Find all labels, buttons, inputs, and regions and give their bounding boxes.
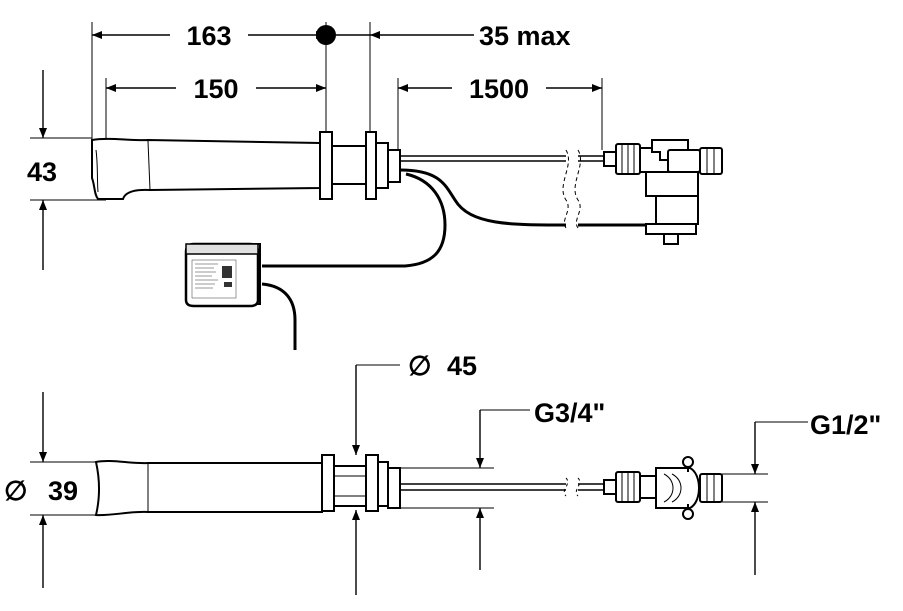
certification-mark-icon (222, 266, 232, 278)
valve-outlet-nut (667, 149, 701, 173)
wall-sleeve (333, 465, 367, 507)
break-line (562, 149, 569, 229)
valve-connector (699, 147, 723, 175)
dimension-overall-length: 163 (186, 21, 231, 51)
rear-flange (365, 131, 377, 200)
valve-cable (399, 168, 567, 227)
diameter-symbol: ∅ (408, 351, 432, 381)
connector-stub (387, 149, 401, 183)
mounting-lug (682, 456, 694, 468)
control-box-top (185, 243, 259, 255)
mounting-lug (682, 508, 694, 520)
control-box-cable (262, 172, 447, 268)
solenoid-coil (645, 171, 699, 197)
solenoid-housing (655, 195, 699, 225)
diameter-symbol: ∅ (4, 476, 28, 506)
wall-sleeve (331, 145, 367, 185)
datum-point (316, 25, 336, 45)
ce-mark-icon (224, 282, 232, 287)
break-line (563, 477, 569, 497)
mounting-foot (663, 233, 679, 245)
dimension-spout-length: 150 (193, 74, 238, 104)
control-box-label (191, 259, 237, 299)
rear-flange (365, 454, 379, 512)
valve-body (639, 475, 657, 499)
hose-fitting (603, 479, 617, 495)
solenoid-valve (603, 139, 723, 245)
break-line (575, 477, 581, 497)
spout-outlet (95, 149, 99, 193)
control-box (184, 242, 261, 308)
spout-body (91, 137, 321, 200)
power-lead (261, 282, 297, 350)
front-flange (321, 454, 335, 512)
dimension-wall-thickness: 35 max (479, 21, 571, 51)
mounting-bracket (645, 223, 697, 235)
solenoid-valve-plan (603, 456, 723, 520)
front-flange (319, 131, 333, 200)
thread-size-small: G1/2" (810, 410, 881, 440)
locking-nut (377, 461, 389, 507)
dimension-hose-length: 1500 (469, 74, 529, 104)
dimension-flange-diameter: 45 (447, 351, 477, 381)
side-view: 163 35 max 150 1500 43 (27, 21, 723, 350)
solenoid-coil (655, 467, 700, 509)
dimension-spout-diameter: 39 (48, 476, 78, 506)
locking-nut (375, 142, 389, 189)
spout-joint (147, 140, 151, 191)
control-box-label-lines (195, 263, 218, 289)
dimension-height: 43 (27, 157, 57, 187)
thread-size-large: G3/4" (534, 398, 605, 428)
connector-stub (387, 467, 401, 509)
valve-connector (699, 473, 723, 503)
break-line (574, 149, 581, 229)
hose-fitting (603, 151, 617, 167)
plan-view: ∅ 45 G3/4" G1/2" ∅ 39 (4, 351, 881, 595)
spout-body (94, 460, 323, 517)
